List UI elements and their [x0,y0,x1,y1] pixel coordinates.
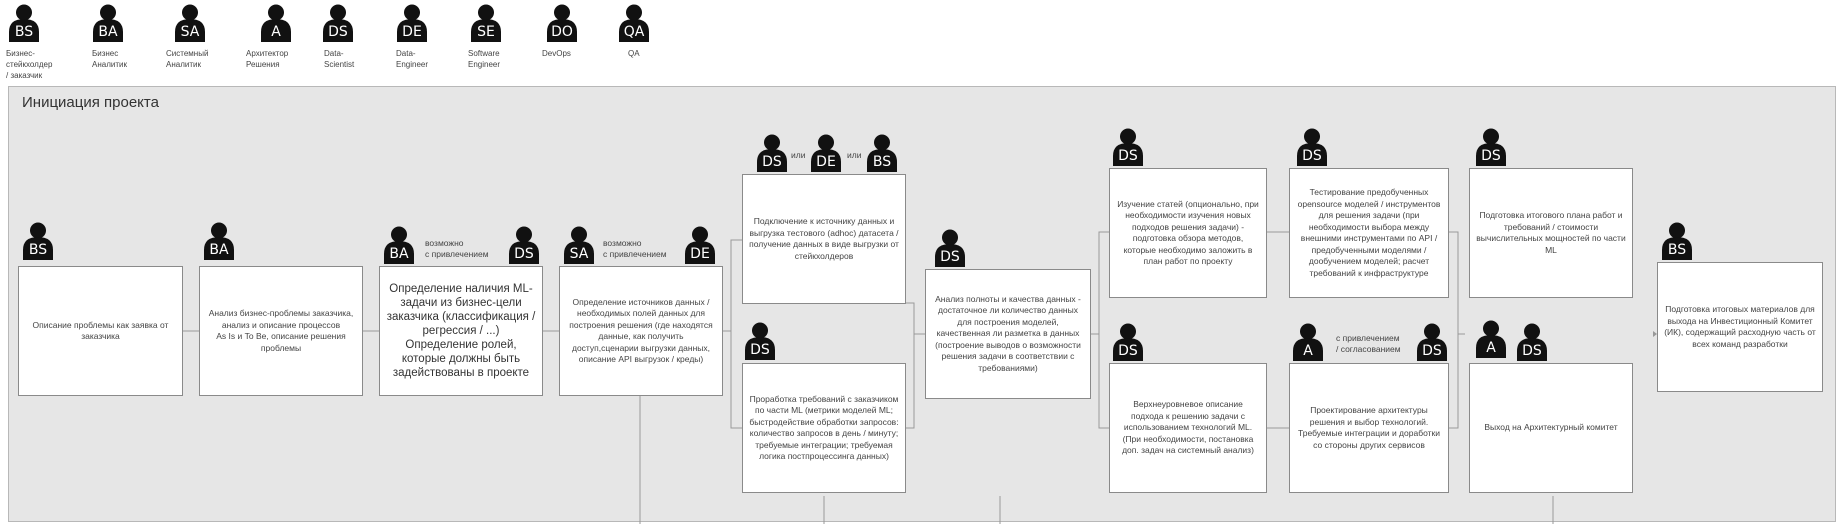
svg-text:DE: DE [690,246,710,262]
person-icon: A [1292,323,1324,361]
svg-text:BS: BS [29,242,47,258]
step-ml-task-definition: Определение наличия ML-задачи из бизнес-… [379,266,543,396]
person-icon: DS [1112,323,1144,361]
svg-text:SA: SA [181,24,200,40]
annotation-with-involvement: с привлечением / согласованием [1336,333,1401,354]
svg-text:BS: BS [873,154,891,170]
annotation-or: или [847,150,862,160]
svg-text:DS: DS [1118,148,1138,164]
person-icon: DS [1296,128,1328,166]
svg-text:BA: BA [98,24,118,40]
legend-label: DevOps [542,49,571,58]
svg-text:DS: DS [1118,343,1138,359]
step-data-quality-analysis: Анализ полноты и качества данных - доста… [925,269,1091,399]
person-icon: DS [1112,128,1144,166]
person-icon: A [1475,320,1507,358]
legend-label: Data- Scientist [324,49,355,69]
person-icon: BA [92,4,124,42]
svg-text:BS: BS [15,24,33,40]
step-literature-review: Изучение статей (опционально, при необхо… [1109,168,1267,298]
svg-text:DS: DS [1302,148,1322,164]
annotation-or: или [791,150,806,160]
person-icon: DE [810,134,842,172]
svg-text:QA: QA [624,24,645,40]
svg-text:DS: DS [1481,148,1501,164]
person-icon: DS [1475,128,1507,166]
svg-text:A: A [271,24,281,40]
svg-text:DS: DS [514,246,534,262]
legend-label: Бизнес- стейкхолдер / заказчик [6,49,53,80]
person-icon: QA [618,4,650,42]
person-icon: DE [684,226,716,264]
legend-label: Бизнес Аналитик [92,49,127,69]
svg-text:DS: DS [1522,343,1542,359]
step-architecture-design: Проектирование архитектуры решения и выб… [1289,363,1449,493]
svg-text:DS: DS [328,24,348,40]
legend-label: QA [628,49,640,58]
person-icon: SA [563,226,595,264]
person-icon: DS [1516,323,1548,361]
step-ml-approach: Верхнеуровневое описание подхода к решен… [1109,363,1267,493]
annotation-possible-involvement: возможно с привлечением [603,238,667,259]
person-icon: DS [1416,323,1448,361]
person-icon: SE [470,4,502,42]
svg-text:A: A [1486,340,1496,356]
person-icon: A [260,4,292,42]
svg-text:DE: DE [402,24,422,40]
person-icon: BA [383,226,415,264]
svg-text:DS: DS [1422,343,1442,359]
svg-text:A: A [1303,343,1313,359]
person-icon: DS [508,226,540,264]
svg-text:BA: BA [389,246,409,262]
svg-text:DS: DS [750,342,770,358]
step-ml-requirements: Проработка требований с заказчиком по ча… [742,363,906,493]
step-business-analysis: Анализ бизнес-проблемы заказчика, анализ… [199,266,363,396]
person-icon: BS [866,134,898,172]
person-icon: DS [322,4,354,42]
legend-label: Архитектор Решения [246,49,289,69]
legend-label: Data- Engineer [396,49,429,69]
step-data-connection: Подключение к источнику данных и выгрузк… [742,174,906,304]
person-icon: BA [203,222,235,260]
step-model-testing: Тестирование предобученных opensource мо… [1289,168,1449,298]
svg-text:SA: SA [570,246,589,262]
svg-text:DS: DS [940,249,960,265]
annotation-possible-involvement: возможно с привлечением [425,238,489,259]
person-icon: BS [1661,222,1693,260]
step-problem-description: Описание проблемы как заявка от заказчик… [18,266,183,396]
step-architecture-committee: Выход на Архитектурный комитет [1469,363,1633,493]
person-icon: BS [22,222,54,260]
panel-title: Инициация проекта [22,94,159,111]
step-investment-committee: Подготовка итоговых материалов для выход… [1657,262,1823,392]
svg-text:SE: SE [477,24,495,40]
legend-label: Software Engineer [468,49,501,69]
step-data-sources: Определение источников данных / необходи… [559,266,723,396]
person-icon: SA [174,4,206,42]
person-icon: DS [934,229,966,267]
person-icon: BS [8,4,40,42]
svg-text:BA: BA [209,242,229,258]
svg-text:DS: DS [762,154,782,170]
step-final-plan: Подготовка итогового плана работ и требо… [1469,168,1633,298]
svg-text:DO: DO [551,24,573,40]
person-icon: DS [756,134,788,172]
person-icon: DO [546,4,578,42]
person-icon: DS [744,322,776,360]
svg-text:DE: DE [816,154,836,170]
person-icon: DE [396,4,428,42]
svg-text:BS: BS [1668,242,1686,258]
legend-label: Системный Аналитик [166,49,209,69]
